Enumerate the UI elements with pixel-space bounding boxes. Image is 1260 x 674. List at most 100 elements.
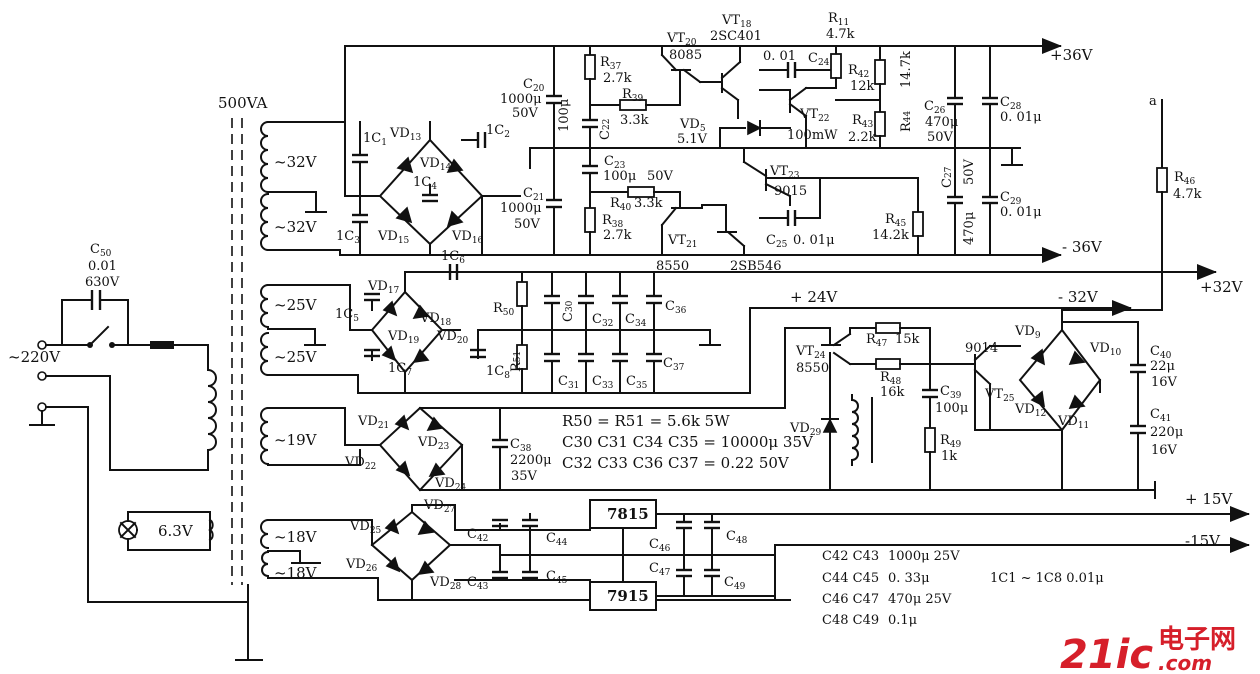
vt20-part: 8085 [669,48,702,63]
vd11-label: VD11 [1057,414,1089,431]
tbl-key-3: C48 C49 [822,613,879,628]
bridge-36v: 1C1 1C2 1C3 1C4 VD13 VD14 VD15 VD16 [336,121,510,256]
note-c30-group: C30 C31 C34 C35 = 10000μ 35V [562,433,814,451]
c42-label: C42 [467,527,488,544]
watermark-cn: 电子网 [1158,625,1236,655]
c28-value: 0. 01μ [1000,110,1042,125]
transformer-rating: 500VA [218,94,267,112]
vt20-label: VT20 [666,31,697,48]
note-c32-group: C32 C33 C36 C37 = 0.22 50V [562,454,790,472]
vt18-part: 2SC401 [710,29,762,44]
c23-label: C23 [604,154,626,171]
vt24-label: VT24 [795,344,826,361]
winding-32v-upper: ~32V [274,153,318,171]
bridge-32v: VD17 VD18 VD19 VD20 1C5 1C6 1C7 1C8 +32V… [335,249,1244,394]
r45-value: 14.2k [872,228,909,243]
c23-value: 100μ [603,169,636,184]
r50-label: R50 [493,301,515,318]
r11-value: 4.7k [826,27,855,42]
r43-label: R43 [852,113,874,130]
r11-label: R11 [828,11,849,28]
reg-7915: 7915 [607,587,649,605]
winding-25v-upper: ~25V [274,296,318,314]
vd10-label: VD10 [1089,341,1122,358]
r49-value: 1k [941,449,957,464]
vd21-label: VD21 [357,414,389,431]
out-minus15: -15V [1185,532,1221,550]
vt25-label: VT25 [984,387,1015,404]
q2sb546-part: 2SB546 [730,259,782,274]
c26-voltage: 50V [927,130,954,145]
tbl-val-2: 470μ 25V [888,592,952,607]
r39-label: R39 [622,87,644,104]
vd25-label: VD25 [349,519,382,536]
vd9-label: VD9 [1014,324,1041,341]
c24-value: 0. 01 [763,49,796,64]
r51-label: R51 [509,351,524,372]
regulator-36v: +36V - 36V C20 1000μ 50V C21 1000μ 50V R… [344,11,1103,274]
vd16-label: VD16 [451,229,484,246]
out-plus32: +32V [1200,278,1244,296]
c46-label: C46 [649,537,671,554]
vt23-part: 9015 [774,184,807,199]
vt18-label: VT18 [721,13,752,30]
c50-name: C50 [90,242,112,259]
r46-value: 4.7k [1173,187,1202,202]
watermark-brand: 21ic [1060,632,1153,674]
r38-label: R38 [602,213,624,230]
c40-voltage: 16V [1151,375,1178,390]
vd20-label: VD20 [436,329,469,346]
mains-input: ~220V C50 0.01 630V [8,242,249,603]
vd19-label: VD19 [387,329,420,346]
vd17-label: VD17 [367,279,400,296]
filter-caps-32v [544,271,662,394]
r47-label: R47 [866,332,888,349]
capacitor-table: C42 C43 1000μ 25V C44 C45 0. 33μ C46 C47… [822,549,1104,628]
c23-voltage: 50V [647,169,674,184]
c29-value: 0. 01μ [1000,205,1042,220]
c40-value: 22μ [1150,359,1175,374]
c27-voltage: 50V [962,158,977,185]
c45-label: C45 [546,569,568,586]
c1-label: 1C1 [363,131,387,148]
c30-label: C30 [561,300,576,322]
watermark-domain: .com [1158,651,1212,674]
vt25-part: 9014 [965,341,998,356]
winding-25v-lower: ~25V [274,348,318,366]
vd23-label: VD23 [417,435,450,452]
c41-voltage: 16V [1151,443,1178,458]
c31-label: C31 [558,374,579,391]
r42-value: 12k [850,79,875,94]
r45-label: R45 [885,212,907,229]
r46-label: R46 [1174,170,1196,187]
r42-label: R42 [848,63,869,80]
secondary-windings: ~32V ~32V ~25V ~25V ~19V ~18V ~18V [260,120,351,582]
c49-label: C49 [724,575,746,592]
vt22-power: 100mW [787,128,838,143]
bridge-15v: VD25 VD26 VD27 VD28 -15V 7815 7915 [344,498,1250,611]
transformer: 500VA [206,94,267,661]
reg-7815: 7815 [607,505,649,523]
note-r50-r51: R50 = R51 = 5.6k 5W [562,412,730,430]
tbl-key-0: C42 C43 [822,549,879,564]
c8-label: 1C8 [486,364,510,381]
c32-label: C32 [592,312,613,329]
r49-label: R49 [940,433,962,450]
c48-label: C48 [726,529,748,546]
c41-value: 220μ [1150,425,1183,440]
c26-label: C26 [924,99,946,116]
winding-18v-lower: ~18V [274,564,318,582]
vd26-label: VD26 [345,557,378,574]
c7-label: 1C7 [388,361,412,378]
c36-label: C36 [665,299,687,316]
vd5-label: VD5 [679,117,706,134]
tbl-val-0: 1000μ 25V [888,549,960,564]
c4-label: 1C4 [413,175,437,192]
vd24-label: VD24 [434,476,467,493]
r37-value: 2.7k [603,71,632,86]
c27-label: C27 [940,166,955,188]
c21-value: 1000μ [500,201,542,216]
c40-label: C40 [1150,344,1172,361]
winding-18v-upper: ~18V [274,528,318,546]
vt21-label: VT21 [667,233,698,250]
